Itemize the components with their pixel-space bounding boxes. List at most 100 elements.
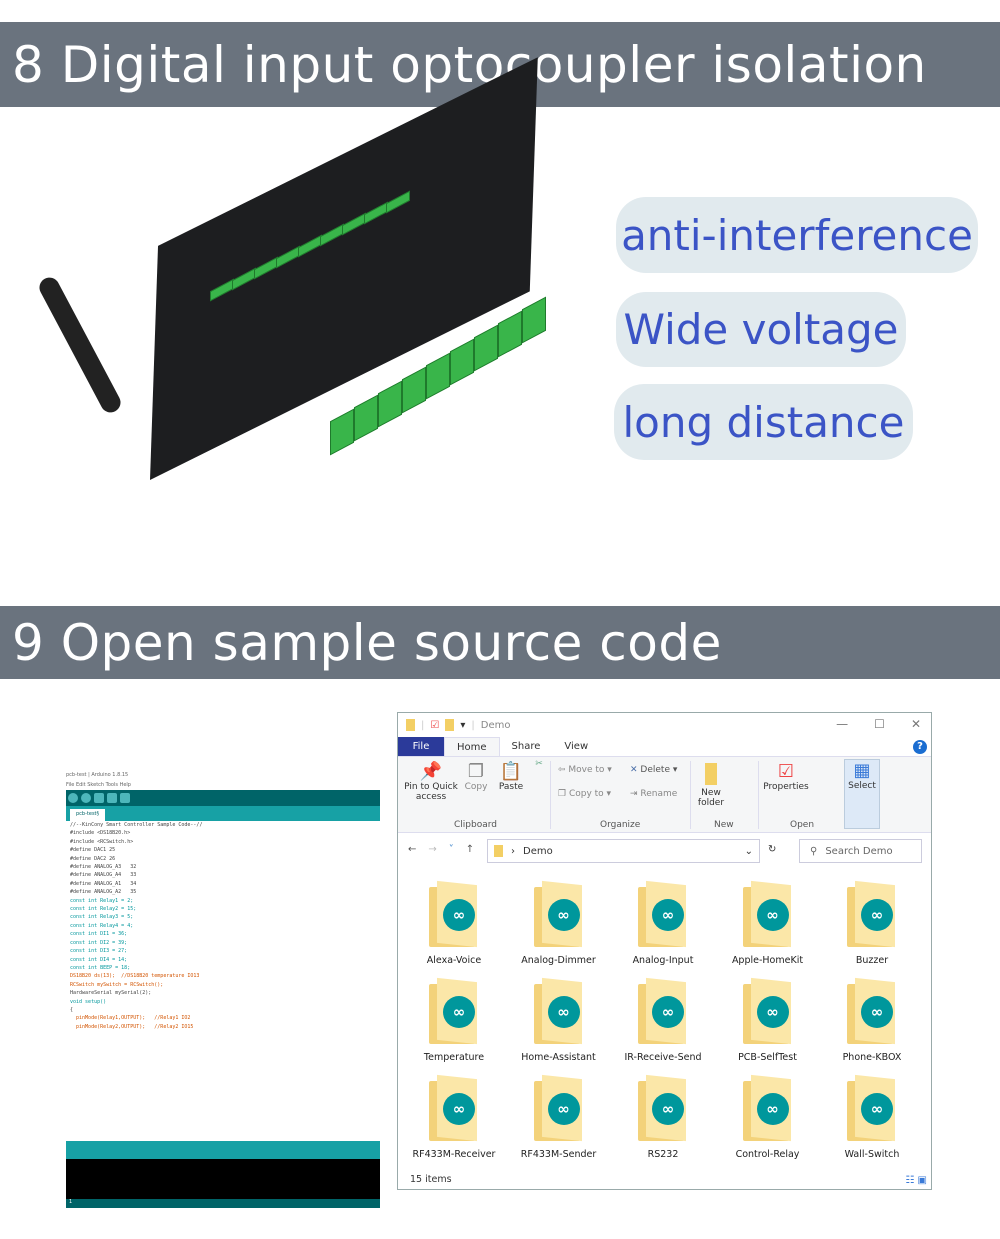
up-icon[interactable]: ↑ bbox=[465, 844, 475, 855]
folder-item[interactable]: ∞Analog-Dimmer bbox=[509, 880, 609, 966]
arduino-folder-icon: ∞ bbox=[742, 977, 793, 1045]
properties-quick-icon[interactable]: ☑ bbox=[430, 719, 440, 731]
code-line: void setup() bbox=[70, 998, 107, 1005]
move-to-button[interactable]: ⇦ Move to ▾ bbox=[558, 765, 612, 775]
folder-item[interactable]: ∞Alexa-Voice bbox=[404, 880, 504, 966]
folder-name: PCB-SelfTest bbox=[738, 1052, 797, 1063]
recent-icon[interactable]: ˅ bbox=[448, 844, 454, 855]
close-icon[interactable]: ✕ bbox=[910, 717, 921, 731]
window-title: Demo bbox=[480, 719, 511, 731]
folder-name: Analog-Dimmer bbox=[521, 955, 596, 966]
chevron-down-icon[interactable]: ⌄ bbox=[744, 845, 753, 857]
pin-to-quick-access-button[interactable]: 📌Pin to Quick access bbox=[402, 761, 460, 802]
copy-icon: ❐ bbox=[467, 761, 485, 782]
code-line: const int Relay1 = 2; bbox=[70, 897, 134, 904]
copy-to-button[interactable]: ❐ Copy to ▾ bbox=[558, 789, 612, 799]
customize-qat-icon[interactable]: ▾ bbox=[460, 719, 466, 731]
help-icon[interactable]: ? bbox=[913, 740, 927, 754]
properties-button[interactable]: ☑Properties bbox=[762, 761, 810, 792]
folder-item[interactable]: ∞RS232 bbox=[613, 1074, 713, 1160]
tab-share[interactable]: Share bbox=[511, 741, 541, 752]
arduino-folder-icon: ∞ bbox=[429, 977, 479, 1045]
properties-label: Properties bbox=[763, 782, 809, 792]
code-line: const int DI4 = 14; bbox=[70, 956, 128, 963]
folder-name: Buzzer bbox=[855, 955, 889, 966]
view-toggle-icons[interactable]: ☷ ▣ bbox=[905, 1175, 927, 1186]
folder-item[interactable]: ∞RF433M-Receiver bbox=[404, 1074, 504, 1160]
section-9-title: 9 Open sample source code bbox=[12, 613, 722, 672]
select-label: Select bbox=[848, 781, 876, 791]
code-line: pinMode(Relay1,OUTPUT); //Relay1 IO2 bbox=[70, 1015, 191, 1022]
arduino-ide-window: pcb-test | Arduino 1.8.15 File Edit Sket… bbox=[66, 770, 380, 1208]
tab-view[interactable]: View bbox=[564, 741, 589, 752]
folder-item[interactable]: ∞Wall-Switch bbox=[822, 1074, 922, 1160]
new-folder-icon bbox=[705, 763, 717, 785]
paste-button[interactable]: 📋Paste bbox=[496, 761, 526, 792]
copy-to-label: Copy to bbox=[568, 789, 604, 799]
folder-item[interactable]: ∞Control-Relay bbox=[718, 1074, 818, 1160]
code-line: const int BEEP = 18; bbox=[70, 964, 131, 971]
sketch-tab[interactable]: pcb-test§ bbox=[70, 809, 106, 821]
open-icon[interactable] bbox=[107, 793, 117, 803]
code-line: const int Relay4 = 4; bbox=[70, 922, 134, 929]
new-icon[interactable] bbox=[94, 793, 104, 803]
refresh-icon[interactable]: ↻ bbox=[768, 844, 777, 855]
back-icon[interactable]: ← bbox=[408, 844, 417, 855]
tab-file[interactable]: File bbox=[398, 737, 444, 756]
search-input[interactable]: ⚲Search Demo bbox=[799, 839, 922, 863]
folder-item[interactable]: ∞RF433M-Sender bbox=[509, 1074, 609, 1160]
folder-name: Temperature bbox=[423, 1052, 485, 1063]
folder-item[interactable]: ∞ PCB-SelfTest bbox=[718, 977, 818, 1063]
paste-label: Paste bbox=[498, 782, 524, 792]
rename-button[interactable]: ⇥ Rename bbox=[630, 789, 678, 799]
code-line: #define DAC2 26 bbox=[70, 855, 116, 862]
folder-item[interactable]: ∞ Temperature bbox=[404, 977, 504, 1063]
address-text: Demo bbox=[523, 845, 553, 857]
code-line: const int DI3 = 27; bbox=[70, 948, 128, 955]
terminal-block bbox=[450, 338, 474, 386]
arduino-folder-icon: ∞ bbox=[847, 1074, 897, 1142]
arduino-menu[interactable]: File Edit Sketch Tools Help bbox=[66, 782, 131, 788]
save-icon[interactable] bbox=[120, 793, 130, 803]
forward-icon[interactable]: → bbox=[428, 844, 437, 855]
folder-icon bbox=[494, 845, 503, 857]
feature-label: long distance bbox=[622, 397, 905, 447]
address-bar[interactable]: ›Demo⌄ bbox=[487, 839, 760, 863]
verify-icon[interactable] bbox=[68, 793, 78, 803]
minimize-icon[interactable]: — bbox=[836, 717, 849, 731]
folder-item[interactable]: ∞Phone-KBOX bbox=[822, 977, 922, 1063]
code-line: #define ANALOG_A3 32 bbox=[70, 864, 137, 871]
group-organize-label: Organize bbox=[600, 820, 641, 830]
maximize-icon[interactable]: ☐ bbox=[874, 717, 885, 731]
delete-button[interactable]: ✕ Delete ▾ bbox=[630, 765, 678, 775]
terminal-block bbox=[354, 394, 378, 442]
arduino-folder-icon: ∞ bbox=[429, 880, 479, 948]
tab-home[interactable]: Home bbox=[444, 737, 500, 756]
folder-item[interactable]: ∞ Buzzer bbox=[822, 880, 922, 966]
terminal-block bbox=[522, 296, 546, 344]
section-9-banner: 9 Open sample source code bbox=[0, 606, 1000, 679]
folder-name: Control-Relay bbox=[735, 1149, 800, 1160]
upload-icon[interactable] bbox=[81, 793, 91, 803]
folder-name: RF433M-Sender bbox=[520, 1149, 597, 1160]
copy-button[interactable]: ❐Copy bbox=[462, 761, 490, 792]
terminal-block bbox=[378, 380, 402, 428]
arduino-folder-icon: ∞ bbox=[847, 880, 897, 948]
feature-pill: anti-interference bbox=[616, 197, 978, 273]
cut-icon[interactable]: ✂ bbox=[535, 759, 543, 769]
new-folder-button[interactable]: New folder bbox=[696, 763, 726, 808]
folder-icon bbox=[406, 719, 415, 731]
new-folder-quick-icon[interactable] bbox=[445, 719, 455, 731]
arduino-folder-icon: ∞ bbox=[847, 977, 897, 1045]
code-editor[interactable]: //--KinCony Smart Controller Sample Code… bbox=[66, 821, 380, 1141]
select-button[interactable]: ▦Select bbox=[844, 759, 880, 829]
select-grid-icon: ▦ bbox=[853, 760, 871, 781]
search-icon: ⚲ bbox=[810, 845, 818, 857]
arduino-folder-icon: ∞ bbox=[429, 1074, 479, 1142]
arduino-title: pcb-test | Arduino 1.8.15 bbox=[66, 772, 129, 778]
folder-item[interactable]: ∞Analog-Input bbox=[613, 880, 713, 966]
folder-item[interactable]: ∞Apple-HomeKit bbox=[718, 880, 818, 966]
folder-item[interactable]: ∞IR-Receive-Send bbox=[613, 977, 713, 1063]
code-line: //--KinCony Smart Controller Sample Code… bbox=[70, 822, 203, 828]
folder-item[interactable]: ∞Home-Assistant bbox=[509, 977, 609, 1063]
